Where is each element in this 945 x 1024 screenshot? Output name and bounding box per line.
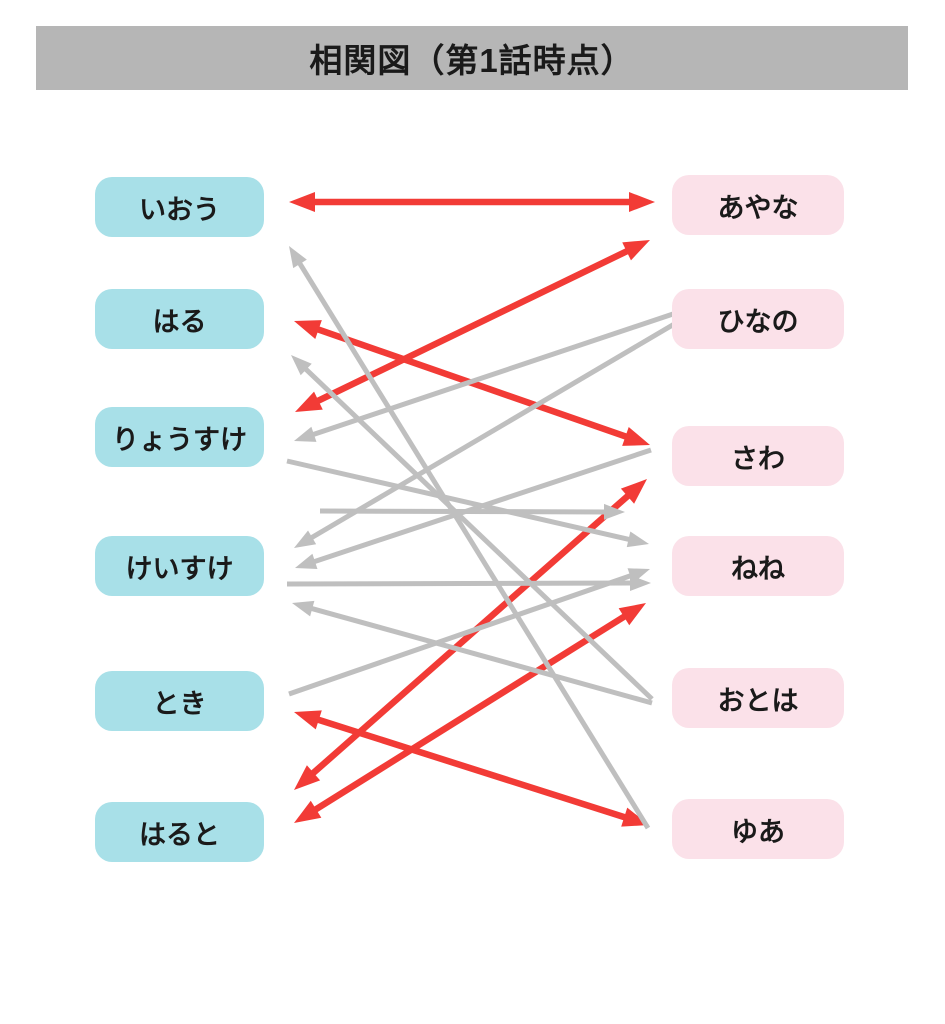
arrow-line (308, 310, 677, 439)
arrow-line (295, 258, 651, 830)
arrow-とき-ゆあ (294, 710, 649, 827)
arrow-おとは-けいすけ (292, 600, 653, 706)
arrowhead (291, 355, 312, 376)
arrowhead (294, 765, 321, 790)
arrowhead (289, 246, 307, 269)
arrow-りょうすけ-ねね (286, 458, 649, 548)
title-bar: 相関図（第1話時点） (36, 26, 908, 90)
arrow-りょうすけ-あやな (295, 240, 650, 412)
arrow-line (286, 580, 636, 587)
arrowhead (618, 603, 646, 626)
arrow-line (286, 458, 634, 543)
arrow-けいすけ-さわ (319, 503, 625, 520)
arrowhead (626, 531, 649, 548)
arrow-line (300, 364, 654, 701)
arrowhead (622, 427, 650, 446)
arrow-ひなの-りょうすけ (294, 310, 677, 442)
arrowhead (294, 530, 317, 548)
arrow-はると-ねね (294, 603, 646, 823)
arrowhead (294, 710, 322, 730)
arrowhead (292, 600, 315, 617)
arrow-line (306, 320, 678, 543)
arrow-line (307, 490, 634, 779)
arrowhead (622, 240, 650, 261)
arrow-line (288, 571, 636, 697)
arrow-おとは-はる (291, 355, 654, 701)
arrowhead (603, 503, 625, 520)
arrow-line (319, 508, 610, 515)
arrowhead (629, 192, 655, 212)
arrow-line (313, 715, 630, 822)
arrow-ひなの-けいすけ (294, 320, 678, 548)
arrowhead (294, 320, 322, 339)
arrowhead (295, 391, 323, 412)
arrowhead (295, 553, 318, 569)
arrow-ゆあ-いおう (289, 246, 651, 830)
arrow-line (310, 611, 630, 815)
arrowhead (289, 192, 315, 212)
arrowhead (294, 800, 322, 823)
diagram-title: 相関図（第1話時点） (309, 42, 635, 79)
arrow-line (306, 604, 653, 706)
arrow-はると-さわ (294, 479, 647, 790)
arrowhead (627, 568, 650, 584)
arrowhead (294, 426, 317, 442)
arrow-いおう-あやな (289, 192, 655, 212)
arrow-line (312, 246, 633, 406)
arrow-とき-ねね (288, 568, 650, 697)
arrowhead (620, 479, 647, 504)
